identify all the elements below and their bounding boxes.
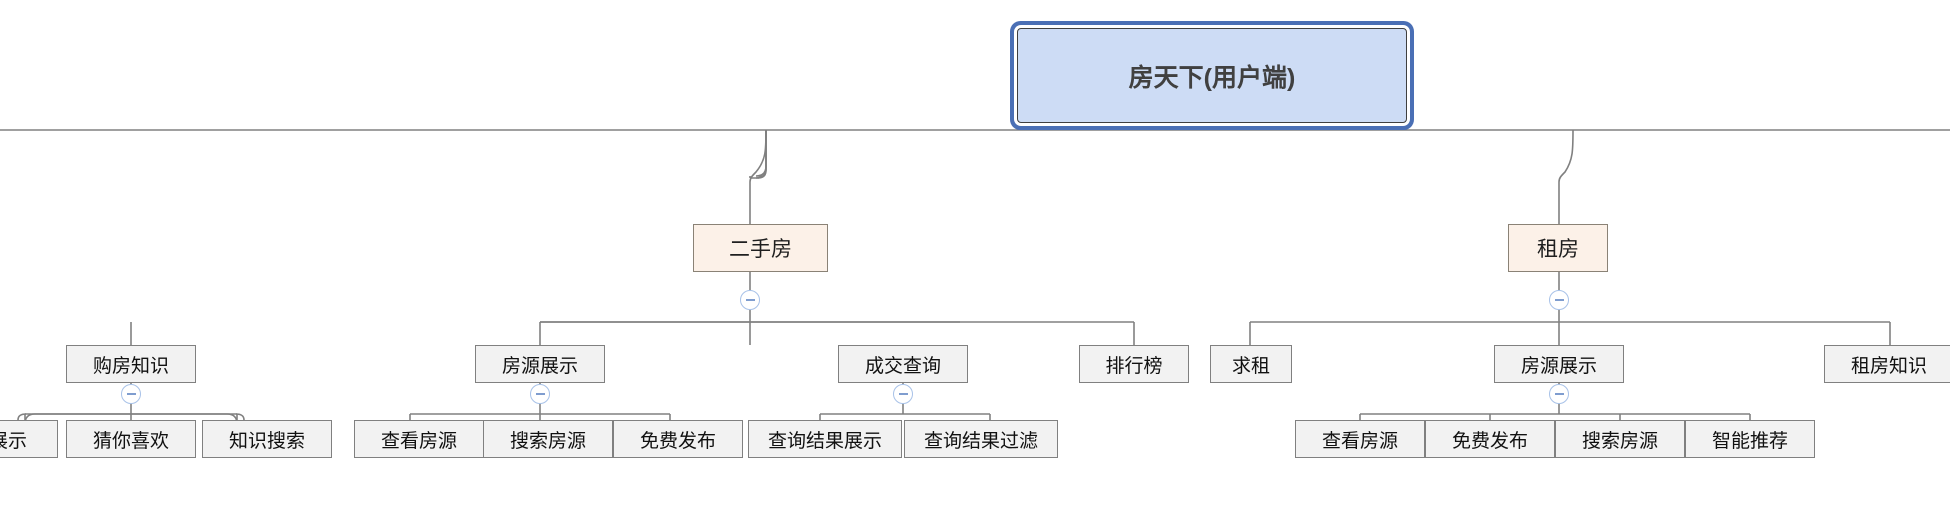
node-fangyuanzhanshi-zufang[interactable]: 房源展示 [1494,345,1624,383]
node-sousuofangyuan-ershoufang[interactable]: 搜索房源 [483,420,613,458]
minus-icon [126,393,136,395]
toggle-collapse-goufangzhishi[interactable] [121,384,141,404]
node-zhanshi-clipped[interactable]: 展示 [0,420,58,458]
node-fangyuanzhanshi-ershoufang-label: 房源展示 [501,355,578,377]
node-zhanshi-label: 展示 [0,430,27,452]
node-sousuofangyuan-zufang[interactable]: 搜索房源 [1555,420,1685,458]
node-sousuofangyuan-zufang-label: 搜索房源 [1581,430,1658,452]
node-chaxunjieguozhanshi-label: 查询结果展示 [767,430,882,452]
node-mianfeifabu-ershoufang-label: 免费发布 [639,430,716,452]
node-zhinengtuijian[interactable]: 智能推荐 [1685,420,1815,458]
toggle-collapse-fangyuanzhanshi-zufang[interactable] [1549,384,1569,404]
node-qiuzu-label: 求租 [1231,355,1270,377]
node-chakanfangyuan-zufang-label: 查看房源 [1321,430,1398,452]
minus-icon [1554,299,1564,301]
node-chengjiaochaxun-label: 成交查询 [864,355,941,377]
node-sousuofangyuan-ershoufang-label: 搜索房源 [509,430,586,452]
node-qiuzu[interactable]: 求租 [1210,345,1292,383]
node-zufang[interactable]: 租房 [1508,224,1608,272]
node-zufangzhishi[interactable]: 租房知识 [1824,345,1950,383]
node-chaxunjieguoguolv[interactable]: 查询结果过滤 [904,420,1058,458]
node-cainixihuan[interactable]: 猜你喜欢 [66,420,196,458]
root-node-fangtianxia[interactable]: 房天下(用户端) [1017,28,1407,123]
minus-icon [745,299,755,301]
node-chengjiaochaxun[interactable]: 成交查询 [838,345,968,383]
toggle-collapse-ershoufang[interactable] [740,290,760,310]
node-chakanfangyuan-ershoufang[interactable]: 查看房源 [354,420,484,458]
node-chaxunjieguozhanshi[interactable]: 查询结果展示 [748,420,902,458]
node-mianfeifabu-zufang[interactable]: 免费发布 [1425,420,1555,458]
node-paihangbang[interactable]: 排行榜 [1079,345,1189,383]
toggle-collapse-chengjiaochaxun[interactable] [893,384,913,404]
toggle-collapse-zufang[interactable] [1549,290,1569,310]
node-fangyuanzhanshi-zufang-label: 房源展示 [1520,355,1597,377]
minus-icon [898,393,908,395]
node-goufangzhishi-label: 购房知识 [92,355,169,377]
node-fangyuanzhanshi-ershoufang[interactable]: 房源展示 [475,345,605,383]
node-zhinengtuijian-label: 智能推荐 [1711,430,1788,452]
toggle-collapse-fangyuanzhanshi-ershoufang[interactable] [530,384,550,404]
node-zhishisousuo[interactable]: 知识搜索 [202,420,332,458]
node-chakanfangyuan-ershoufang-label: 查看房源 [380,430,457,452]
node-cainixihuan-label: 猜你喜欢 [92,430,169,452]
node-mianfeifabu-zufang-label: 免费发布 [1451,430,1528,452]
node-paihangbang-label: 排行榜 [1105,355,1163,377]
node-goufangzhishi[interactable]: 购房知识 [66,345,196,383]
root-node-label: 房天下(用户端) [1128,63,1296,92]
node-ershoufang-label: 二手房 [729,238,792,261]
node-ershoufang[interactable]: 二手房 [693,224,828,272]
node-zhishisousuo-label: 知识搜索 [228,430,305,452]
node-chakanfangyuan-zufang[interactable]: 查看房源 [1295,420,1425,458]
node-chaxunjieguoguolv-label: 查询结果过滤 [923,430,1038,452]
node-mianfeifabu-ershoufang[interactable]: 免费发布 [613,420,743,458]
minus-icon [535,393,545,395]
minus-icon [1554,393,1564,395]
node-zufangzhishi-label: 租房知识 [1850,355,1927,377]
node-zufang-label: 租房 [1537,238,1579,261]
